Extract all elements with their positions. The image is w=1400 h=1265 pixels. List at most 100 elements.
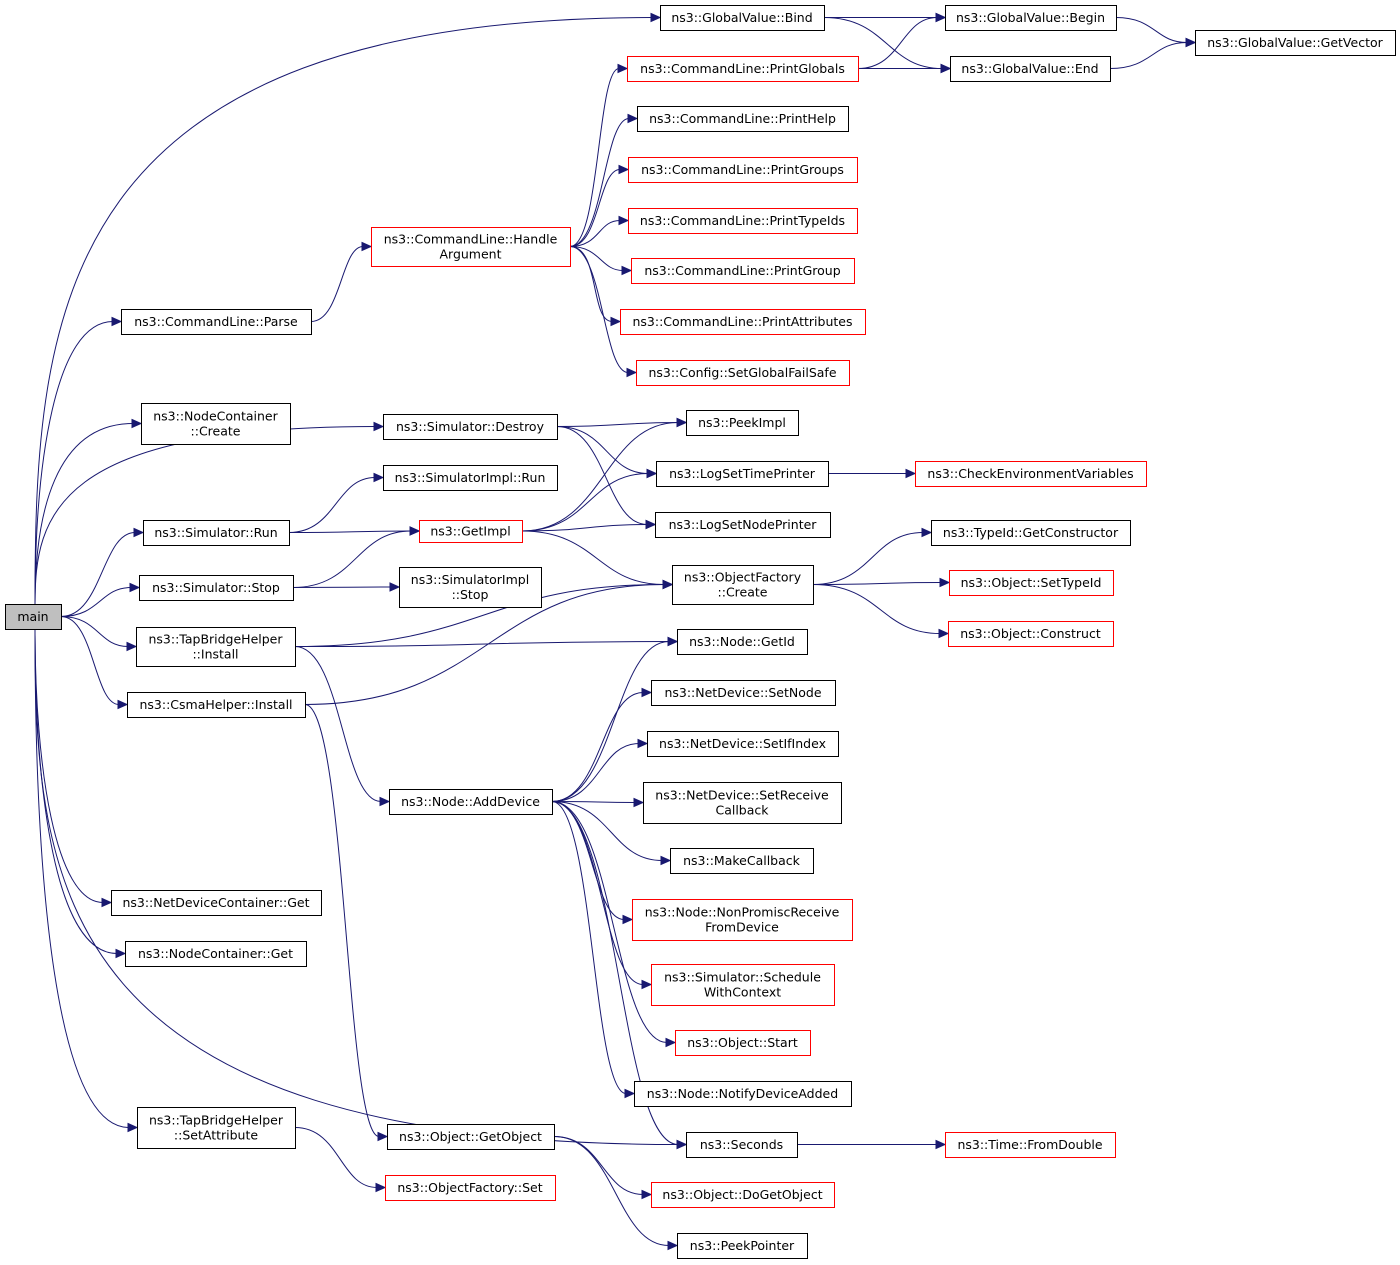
edge-node-adddevice-to-obj-start [551,801,668,1043]
arrowhead [375,1182,387,1193]
node-node-notifydeviceadded[interactable]: ns3::Node::NotifyDeviceAdded [634,1081,852,1107]
arrowhead [650,12,662,23]
node-tbh-install[interactable]: ns3::TapBridgeHelper::Install [136,627,296,667]
node-nd-setnode[interactable]: ns3::NetDevice::SetNode [651,680,836,706]
edge-cl-handlearg-to-cl-printgroups [569,169,621,247]
edge-sim-run-to-getimpl [288,530,412,533]
node-cl-parse[interactable]: ns3::CommandLine::Parse [121,309,312,335]
node-sim-destroy[interactable]: ns3::Simulator::Destroy [383,414,558,440]
node-logsettimeprinter[interactable]: ns3::LogSetTimePrinter [656,461,829,487]
node-obj-getobject[interactable]: ns3::Object::GetObject [387,1124,555,1150]
node-of-create[interactable]: ns3::ObjectFactory::Create [672,565,814,605]
node-ndc-get[interactable]: ns3::NetDeviceContainer::Get [111,890,322,916]
node-label: ns3::GlobalValue::GetVector [1207,35,1383,50]
node-gv-getvector[interactable]: ns3::GlobalValue::GetVector [1195,30,1396,56]
node-getimpl[interactable]: ns3::GetImpl [419,520,523,543]
node-sim-run[interactable]: ns3::Simulator::Run [143,520,290,546]
edge-getimpl-to-of-create [521,530,665,585]
node-cl-printhelp[interactable]: ns3::CommandLine::PrintHelp [637,106,849,132]
node-box [634,1081,852,1107]
node-time-fromdouble[interactable]: ns3::Time::FromDouble [945,1132,1116,1158]
node-box [651,964,835,1006]
node-label: ns3::TapBridgeHelper [148,632,283,647]
node-gv-begin[interactable]: ns3::GlobalValue::Begin [945,5,1117,31]
node-cl-printglobals[interactable]: ns3::CommandLine::PrintGlobals [627,56,859,82]
arrowhead [618,215,630,226]
arrowhead [129,582,141,593]
node-cl-printgroups[interactable]: ns3::CommandLine::PrintGroups [628,157,858,183]
node-box [651,1182,835,1208]
node-label: ns3::GetImpl [430,524,510,539]
node-box [647,731,839,757]
node-cl-printtypeids[interactable]: ns3::CommandLine::PrintTypeIds [628,208,858,234]
edge-cl-printglobals-to-gv-begin [857,17,938,69]
edge-node-adddevice-to-node-getid [551,641,670,802]
node-makecallback[interactable]: ns3::MakeCallback [670,848,814,874]
edge-tbh-install-to-node-adddevice [294,646,382,802]
node-simimpl-run[interactable]: ns3::SimulatorImpl::Run [383,465,558,491]
node-simimpl-stop[interactable]: ns3::SimulatorImpl::Stop [399,567,542,608]
edge-of-create-to-typeid-getconstructor [812,532,924,585]
node-box [139,575,294,601]
node-obj-construct[interactable]: ns3::Object::Construct [948,621,1114,647]
node-label: ns3::Time::FromDouble [957,1137,1102,1152]
node-box [660,5,825,31]
arrowhead [377,1131,389,1142]
node-label: ns3::CommandLine::PrintGroup [644,263,840,278]
edge-node-adddevice-to-makecallback [551,801,663,861]
arrowhead [133,527,145,538]
arrowhead [660,855,672,866]
arrowhead [379,796,391,807]
node-of-set[interactable]: ns3::ObjectFactory::Set [385,1175,556,1201]
node-box [125,941,307,967]
node-node-getid[interactable]: ns3::Node::GetId [677,629,808,655]
edge-node-adddevice-to-nd-setnode [551,692,644,802]
node-logsetnodeprinter[interactable]: ns3::LogSetNodePrinter [655,512,831,538]
node-label: ns3::Simulator::Schedule [664,970,821,985]
node-label: ::Create [718,585,768,600]
node-gv-end[interactable]: ns3::GlobalValue::End [950,56,1111,82]
node-checkenv[interactable]: ns3::CheckEnvironmentVariables [915,461,1147,487]
node-box [121,309,312,335]
node-nc-create[interactable]: ns3::NodeContainer::Create [141,403,291,445]
node-label: ::Install [192,647,238,662]
node-typeid-getconstructor[interactable]: ns3::TypeId::GetConstructor [931,520,1131,546]
node-cl-printgroup[interactable]: ns3::CommandLine::PrintGroup [631,258,855,284]
edge-cl-parse-to-cl-handlearg [310,246,364,322]
node-box [637,106,849,132]
node-main[interactable]: main [5,604,62,630]
node-nd-setifindex[interactable]: ns3::NetDevice::SetIfIndex [647,731,839,757]
node-obj-start[interactable]: ns3::Object::Start [675,1030,811,1056]
node-nc-get[interactable]: ns3::NodeContainer::Get [125,941,307,967]
node-obj-dogetobject[interactable]: ns3::Object::DoGetObject [651,1182,835,1208]
node-obj-settypeid[interactable]: ns3::Object::SetTypeId [949,570,1114,596]
node-tbh-setattribute[interactable]: ns3::TapBridgeHelper::SetAttribute [137,1107,296,1149]
arrowhead [127,1122,139,1133]
node-node-adddevice[interactable]: ns3::Node::AddDevice [389,789,553,815]
node-label: ns3::Node::NotifyDeviceAdded [647,1086,838,1101]
edge-sim-destroy-to-logsettimeprinter [556,426,649,474]
node-label: FromDevice [705,920,779,935]
node-box [136,627,296,667]
node-seconds[interactable]: ns3::Seconds [686,1132,798,1158]
edge-node-adddevice-to-sim-schedulewithcontext [551,801,644,985]
arrowhead [641,979,653,990]
node-box [670,848,814,874]
node-peekpointer[interactable]: ns3::PeekPointer [677,1233,808,1259]
node-cl-printattributes[interactable]: ns3::CommandLine::PrintAttributes [620,309,866,335]
node-peekimpl[interactable]: ns3::PeekImpl [686,410,799,436]
node-sim-stop[interactable]: ns3::Simulator::Stop [139,575,294,601]
edge-node-adddevice-to-node-nonpromisc [551,801,625,920]
node-cfg-setglobalfailsafe[interactable]: ns3::Config::SetGlobalFailSafe [636,360,850,386]
node-label: ns3::NetDevice::SetIfIndex [659,736,826,751]
node-box [915,461,1147,487]
node-gv-bind[interactable]: ns3::GlobalValue::Bind [660,5,825,31]
node-csma-install[interactable]: ns3::CsmaHelper::Install [127,692,306,718]
edge-node-adddevice-to-seconds [551,801,679,1145]
